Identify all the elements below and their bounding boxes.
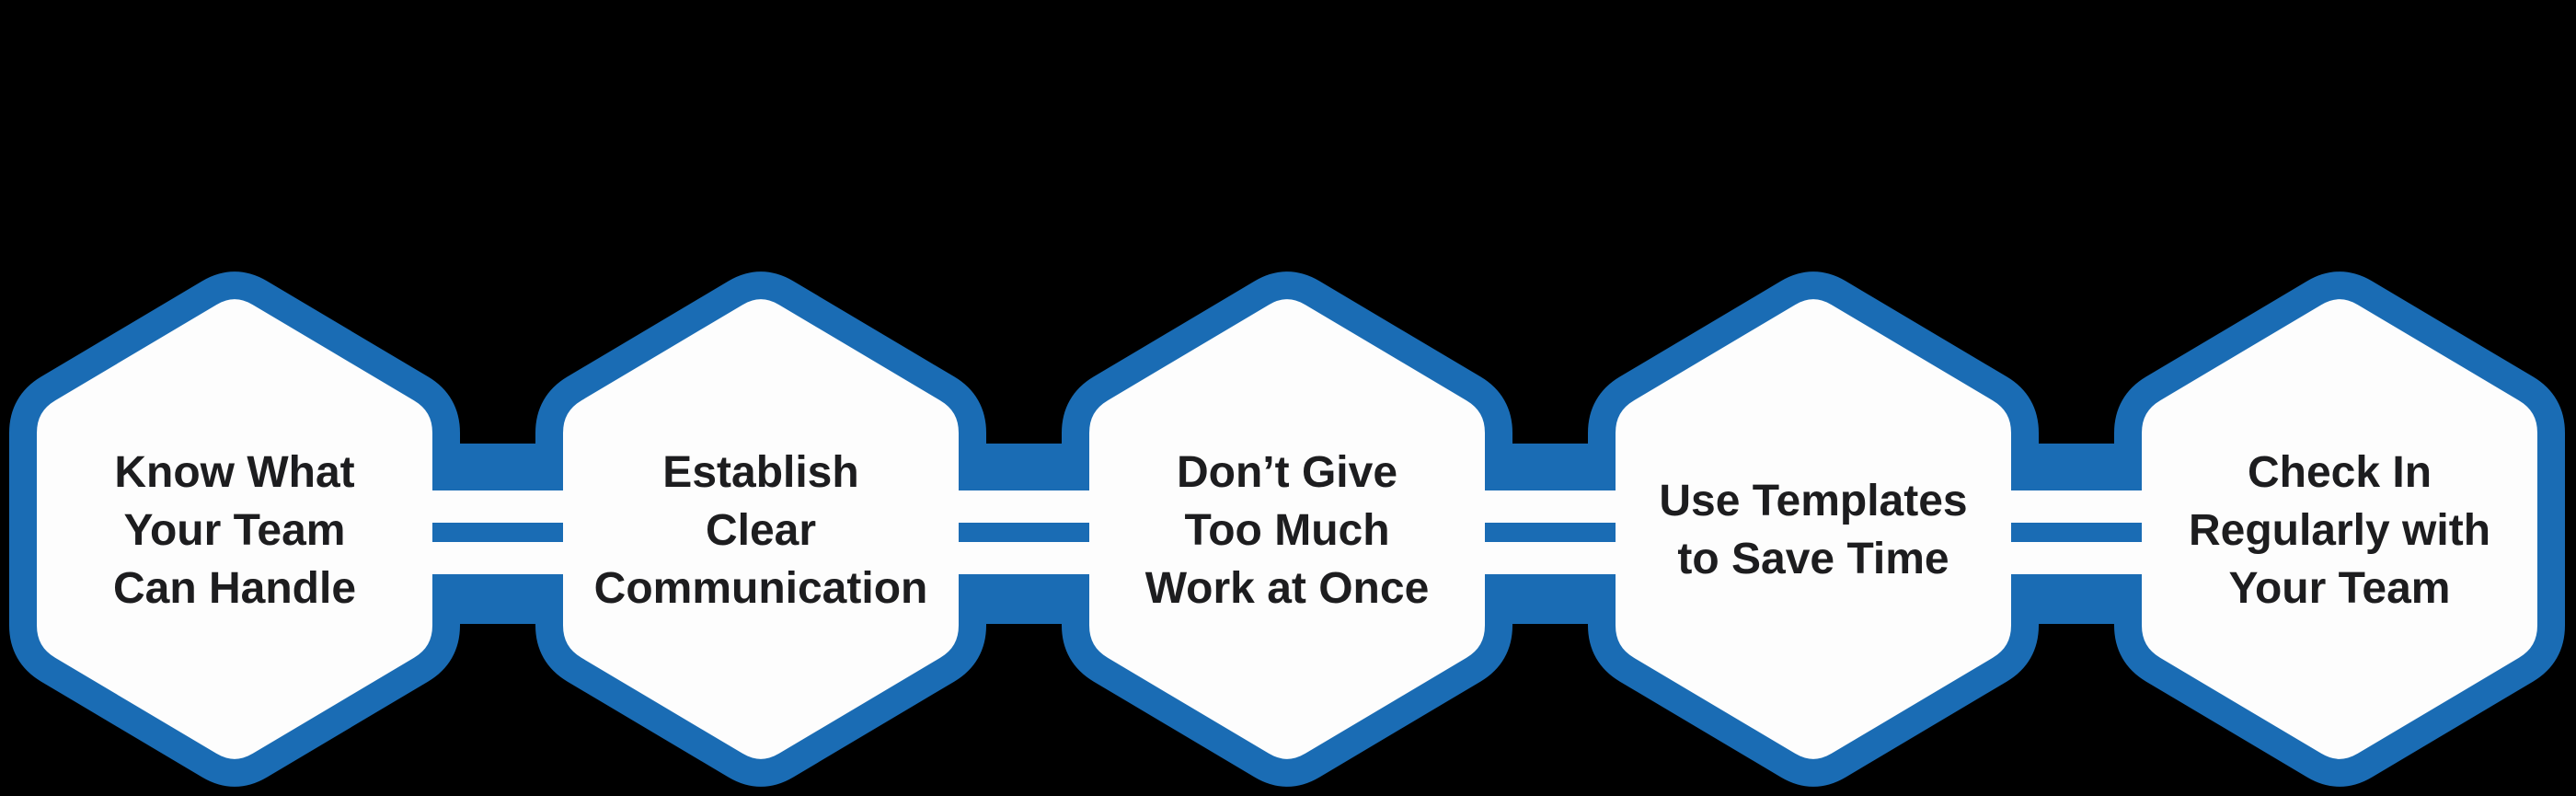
connector-3-stripe-top — [1380, 490, 1720, 523]
hexagon-2-label-line-1: Establish — [662, 447, 859, 497]
hexagon-2-shape — [535, 271, 986, 787]
hexagon-1-shape — [9, 271, 460, 787]
hexagon-1-label-line-3: Can Handle — [112, 563, 357, 613]
connector-1-stripe-bottom — [328, 542, 668, 574]
hexagon-4-label-line-1: Use Templates — [1659, 477, 1968, 525]
connector-1-stripe-top — [328, 490, 668, 523]
connector-3-stripe-bottom — [1380, 542, 1720, 574]
connector-2-stripe-bottom — [854, 542, 1194, 574]
hexagon-3-label-line-2: Too Much — [1184, 505, 1390, 555]
hexagon-5-label-line-1: Check In — [2247, 447, 2432, 497]
hexagon-5-label-line-2: Regularly with — [2188, 505, 2491, 555]
connector-4-stripe-bottom — [1906, 542, 2247, 574]
hexagon-4-label: Use Templates to Save Time — [1611, 472, 2016, 588]
hexagon-4-label-line-2: to Save Time — [1677, 535, 1949, 583]
hexagons-layer — [9, 271, 2565, 787]
stripes-layer — [328, 490, 2247, 574]
hexagon-5-shape — [2114, 271, 2565, 787]
hexagon-3-label-line-1: Don’t Give — [1176, 447, 1398, 497]
hexagon-2-label-line-3: Communication — [593, 563, 928, 613]
hexagon-1-label-line-2: Your Team — [123, 505, 346, 555]
hexagon-3-shape — [1062, 271, 1512, 787]
hexagon-4-shape — [1588, 271, 2039, 787]
hexagon-5-label-line-3: Your Team — [2228, 563, 2451, 613]
connector-4-stripe-top — [1906, 490, 2247, 523]
hexagon-3-label-line-3: Work at Once — [1144, 563, 1430, 613]
hexagon-2-label-line-2: Clear — [705, 505, 817, 555]
hexagon-1-label-line-1: Know What — [114, 447, 355, 497]
connector-2-stripe-top — [854, 490, 1194, 523]
